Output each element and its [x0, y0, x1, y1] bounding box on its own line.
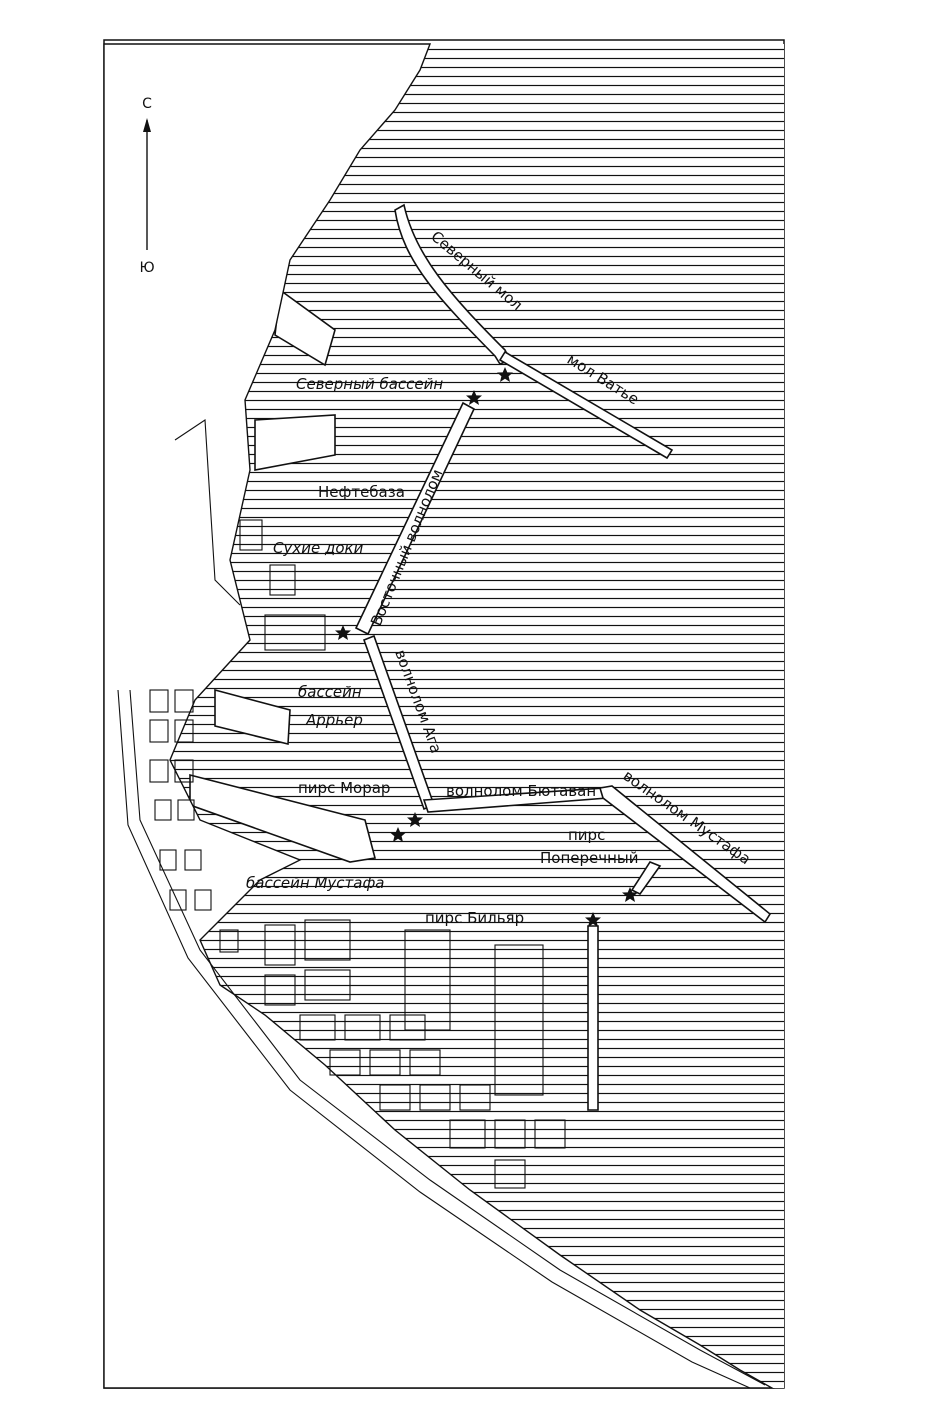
north-arrow-icon — [143, 118, 151, 132]
label-dry-docks: Сухие доки — [273, 539, 364, 557]
label-bilyar-pier: пирс Бильяр — [425, 909, 524, 927]
port-structures — [189, 203, 772, 1111]
label-butavan-breakwater: волнолом Бютаван — [446, 782, 596, 800]
compass: С Ю — [139, 96, 154, 276]
label-oil-depot: Нефтебаза — [318, 483, 405, 501]
label-morar-pier: пирс Морар — [298, 779, 390, 797]
sea-area — [170, 44, 784, 1388]
label-pier-word: пирс — [568, 826, 605, 844]
compass-north-label: С — [142, 96, 152, 112]
compass-south-label: Ю — [139, 260, 154, 276]
land-mass — [103, 43, 775, 1389]
label-arrier-basin-word: бассейн — [298, 683, 362, 701]
railway — [117, 419, 766, 1389]
label-arrier: Аррьер — [305, 711, 363, 729]
label-northern-basin: Северный бассейн — [296, 375, 443, 393]
city-blocks — [149, 519, 566, 1189]
label-poperechny: Поперечный — [540, 849, 639, 867]
label-mustafa-basin: бассейн Мустафа — [246, 874, 385, 892]
